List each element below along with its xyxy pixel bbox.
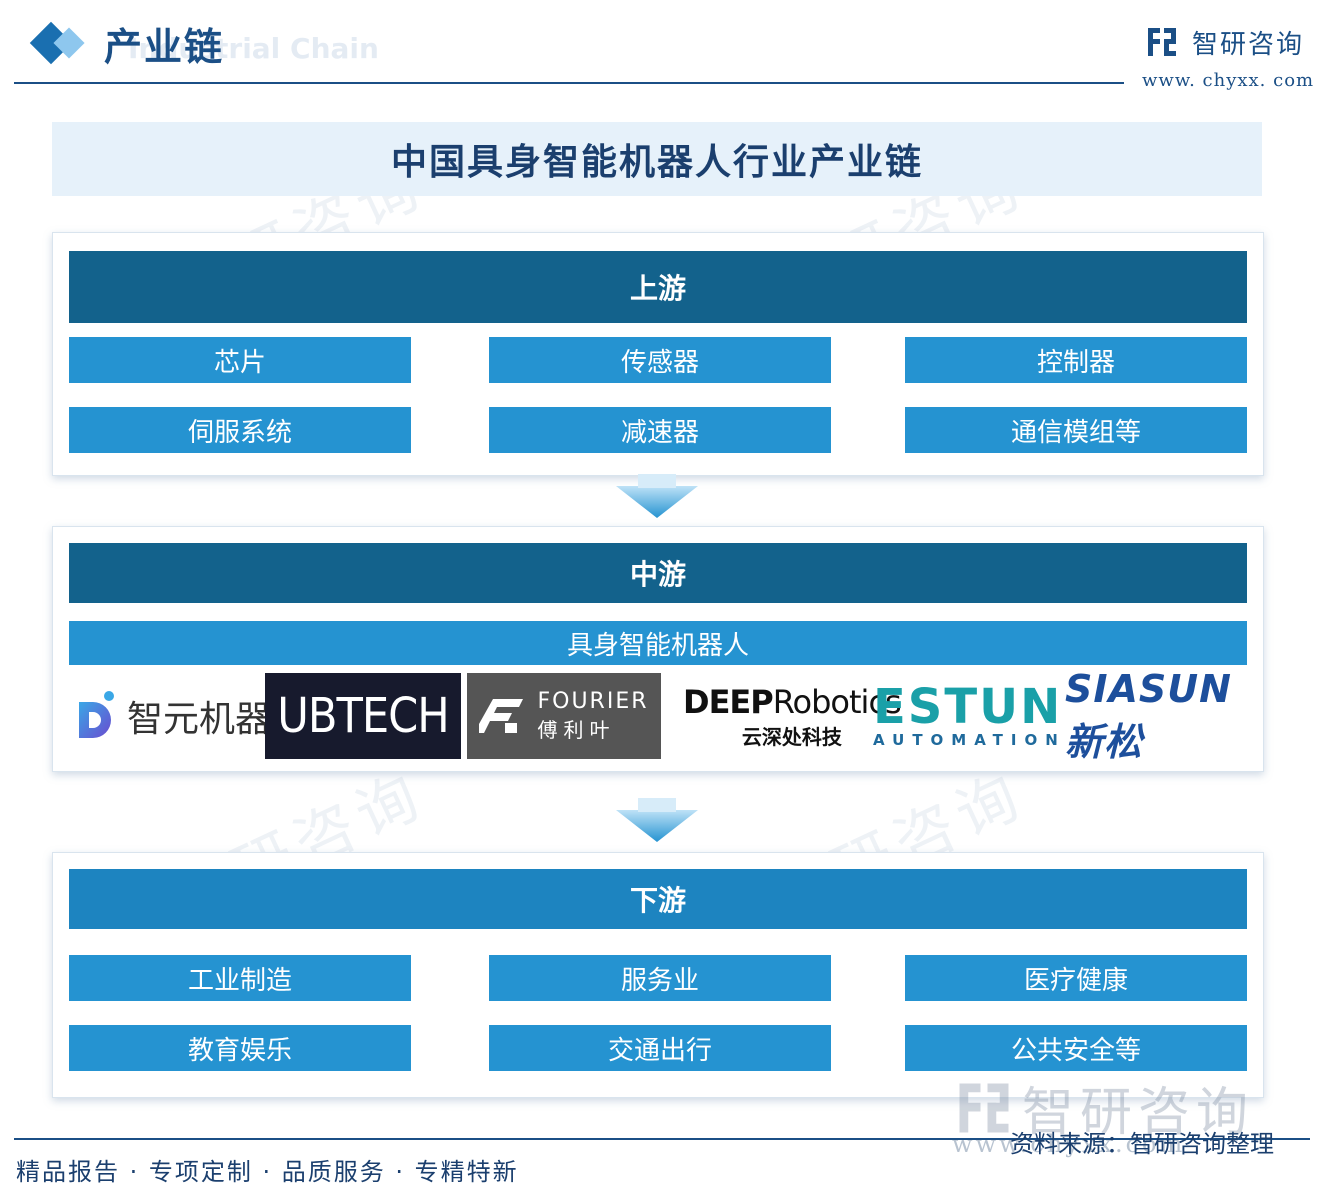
company-logo-estun: ESTUN AUTOMATION — [873, 673, 1066, 759]
upstream-item: 通信模组等 — [905, 407, 1247, 453]
downstream-item: 教育娱乐 — [69, 1025, 411, 1071]
deeprobotics-name-b: Robotics — [772, 682, 902, 721]
brand-logo-icon — [1148, 28, 1176, 56]
source-note: 资料来源：智研咨询整理 — [1010, 1130, 1274, 1158]
footer-watermark: 智研咨询 — [956, 1070, 1254, 1145]
fourier-name-cn: 傅利叶 — [537, 718, 616, 742]
company-logo-fourier: FOURIER 傅利叶 — [467, 673, 661, 759]
estun-name: ESTUN — [873, 679, 1063, 735]
company-logo-ubtech: UBTECH — [265, 673, 461, 759]
midstream-header: 中游 — [69, 543, 1247, 603]
downstream-item: 服务业 — [489, 955, 831, 1001]
section-title: 产业链 — [104, 25, 225, 69]
upstream-header: 上游 — [69, 251, 1247, 323]
watermark-url: www.chyxx.com — [952, 1130, 1186, 1158]
brand-name: 智研咨询 — [1192, 30, 1305, 60]
fourier-name-en: FOURIER — [537, 689, 649, 714]
company-logo-siasun: SIASUN 新松 — [1065, 667, 1263, 764]
diagram-title-band: 中国具身智能机器人行业产业链 — [52, 122, 1262, 196]
agibot-logo-icon — [79, 691, 114, 738]
downstream-item: 工业制造 — [69, 955, 411, 1001]
downstream-item: 医疗健康 — [905, 955, 1247, 1001]
ubtech-name: UBTECH — [277, 688, 450, 744]
diagram-title: 中国具身智能机器人行业产业链 — [390, 142, 923, 183]
deeprobotics-name-cn: 云深处科技 — [741, 724, 842, 749]
siasun-name: SIASUN 新松 — [1065, 666, 1232, 764]
header-divider — [14, 82, 1124, 84]
upstream-item: 伺服系统 — [69, 407, 411, 453]
upstream-panel: 上游 芯片 传感器 控制器 伺服系统 减速器 通信模组等 — [52, 232, 1264, 476]
deeprobotics-name-a: DEEP — [683, 682, 774, 721]
upstream-item: 芯片 — [69, 337, 411, 383]
downstream-item: 交通出行 — [489, 1025, 831, 1071]
downstream-panel: 下游 工业制造 服务业 医疗健康 教育娱乐 交通出行 公共安全等 — [52, 852, 1264, 1098]
estun-subtitle: AUTOMATION — [873, 731, 1066, 749]
brand-url: www. chyxx. com — [1142, 70, 1315, 91]
watermark-name: 智研咨询 — [1022, 1083, 1255, 1143]
flow-arrow-down-icon — [616, 474, 698, 518]
flow-arrow-down-icon — [616, 798, 698, 842]
upstream-item: 减速器 — [489, 407, 831, 453]
upstream-item: 传感器 — [489, 337, 831, 383]
watermark-logo-icon — [959, 1083, 1009, 1132]
upstream-item: 控制器 — [905, 337, 1247, 383]
downstream-item: 公共安全等 — [905, 1025, 1247, 1071]
fourier-logo-icon — [479, 699, 524, 733]
midstream-product-bar: 具身智能机器人 — [69, 621, 1247, 665]
midstream-panel: 中游 具身智能机器人 智元机器人 UBTECH FOURIER 傅利叶 D — [52, 526, 1264, 772]
company-logo-deeprobotics: DEEPRobotics 云深处科技 — [683, 673, 902, 759]
section-subtitle: Industrial Chain — [128, 32, 379, 65]
downstream-header: 下游 — [69, 869, 1247, 929]
footer-slogan: 精品报告 · 专项定制 · 品质服务 · 专精特新 — [16, 1158, 519, 1186]
footer-divider — [14, 1138, 1310, 1140]
